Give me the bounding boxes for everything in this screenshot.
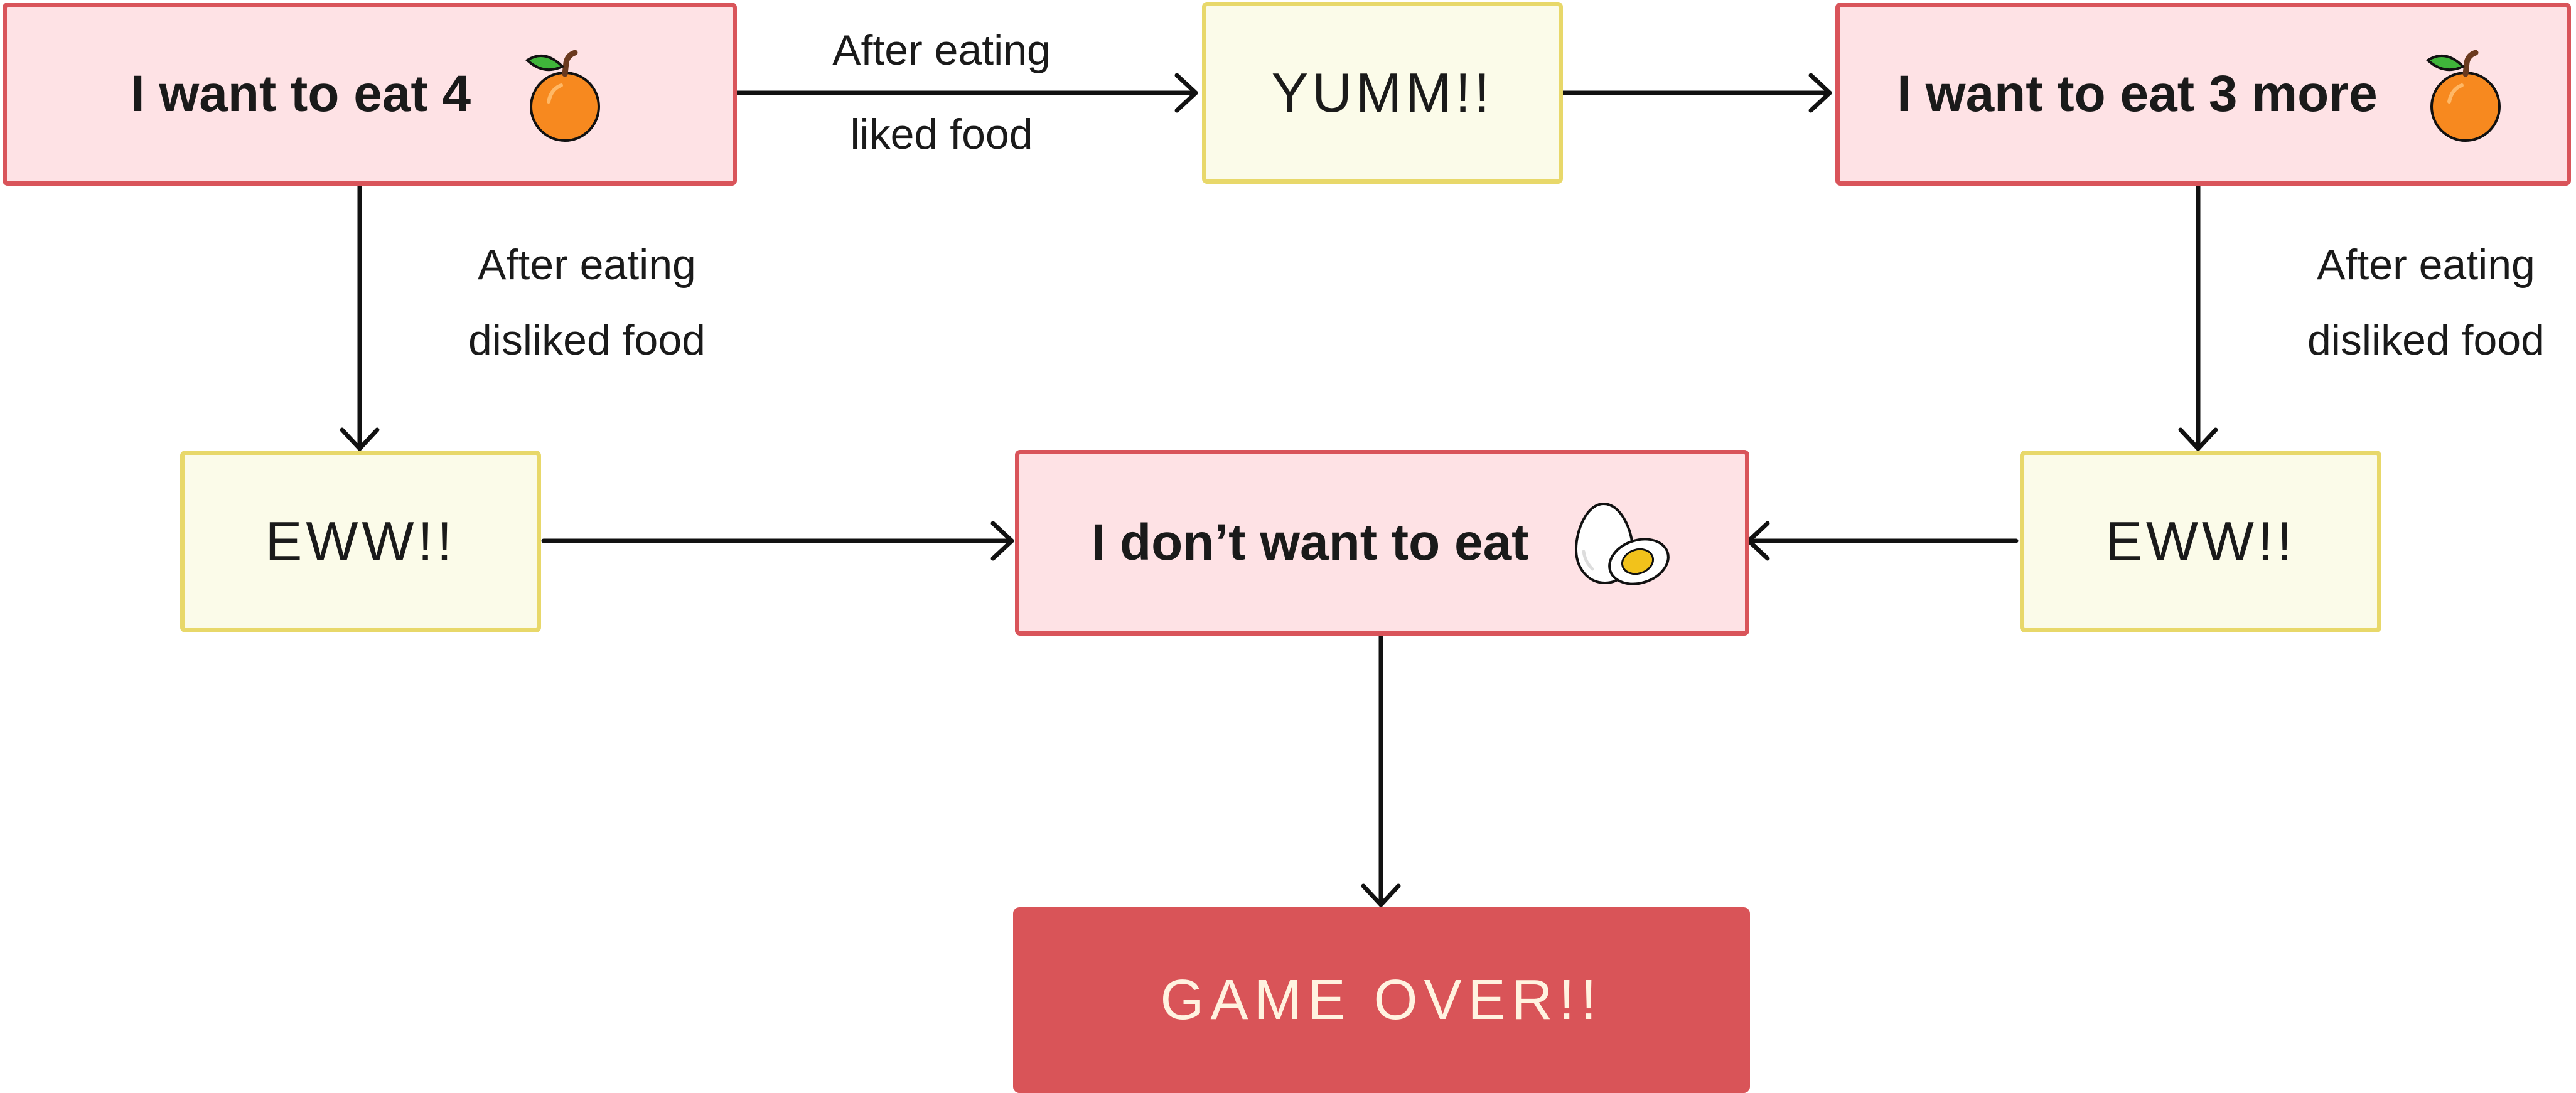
orange-icon <box>525 50 601 142</box>
state-want-three-more: I want to eat 3 more <box>1835 3 2571 186</box>
game-over-label: GAME OVER!! <box>1160 968 1603 1032</box>
edge-label-liked-line-1: After eating <box>832 26 1051 74</box>
arrowhead-eww-left <box>340 427 380 451</box>
state-want-four-label: I want to eat 4 <box>130 65 471 122</box>
state-want-three-more-label: I want to eat 3 more <box>1897 65 2378 122</box>
arrowhead-yumm <box>1174 73 1198 113</box>
reaction-yumm: YUMM!! <box>1202 2 1563 184</box>
arrowhead-eww-right <box>2178 427 2218 451</box>
state-want-four: I want to eat 4 <box>3 3 737 186</box>
edge-label-disliked-left-line-1: After eating <box>478 241 696 289</box>
reaction-eww-right-label: EWW!! <box>2105 510 2296 572</box>
edge-label-liked-line-2: liked food <box>850 110 1033 158</box>
reaction-yumm-label: YUMM!! <box>1271 61 1494 124</box>
boiled-egg-icon <box>1575 502 1670 585</box>
arrowhead-want-three <box>1808 73 1832 113</box>
reaction-eww-left: EWW!! <box>180 451 541 632</box>
game-over-node: GAME OVER!! <box>1013 907 1750 1093</box>
edge-label-disliked-right-line-1: After eating <box>2317 241 2535 289</box>
arrowhead-game-over <box>1361 883 1401 907</box>
state-dont-want-label: I don’t want to eat <box>1091 514 1529 571</box>
edge-label-liked: After eating liked food <box>797 8 1086 176</box>
state-dont-want: I don’t want to eat <box>1015 450 1749 636</box>
reaction-eww-left-label: EWW!! <box>265 510 456 572</box>
edge-label-disliked-right: After eating disliked food <box>2278 227 2573 378</box>
arrowhead-dont-want-left <box>990 521 1014 561</box>
orange-icon <box>2425 50 2501 142</box>
reaction-eww-right: EWW!! <box>2020 451 2381 632</box>
edge-label-disliked-left-line-2: disliked food <box>468 316 706 364</box>
edge-label-disliked-right-line-2: disliked food <box>2307 316 2545 364</box>
edge-label-disliked-left: After eating disliked food <box>439 227 734 378</box>
